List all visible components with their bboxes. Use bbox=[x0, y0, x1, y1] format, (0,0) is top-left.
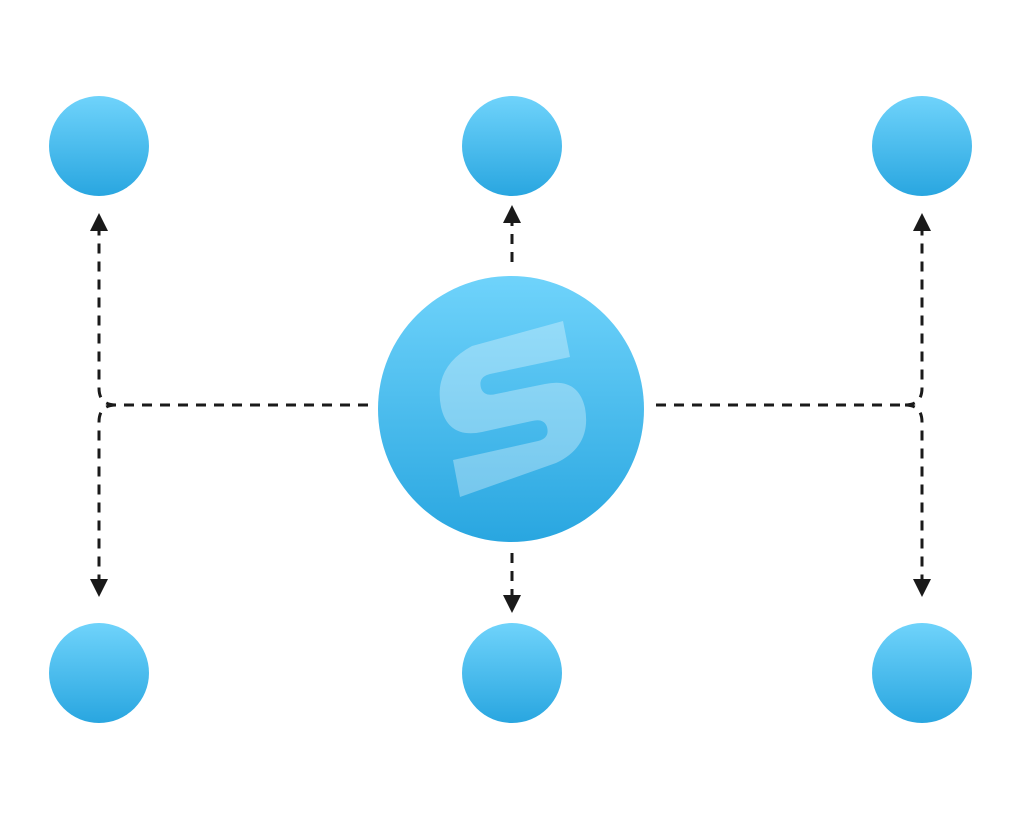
node-top-left bbox=[49, 96, 149, 196]
hub-node bbox=[378, 276, 644, 542]
connector-to-bottom-left bbox=[90, 403, 117, 597]
connector-to-bottom-right bbox=[904, 403, 931, 597]
node-bottom-left bbox=[49, 623, 149, 723]
node-bottom-right bbox=[872, 623, 972, 723]
node-top-center bbox=[462, 96, 562, 196]
connector-to-top-right bbox=[904, 213, 931, 407]
hub-circle bbox=[378, 276, 644, 542]
s-logo-icon bbox=[439, 321, 587, 497]
node-top-right bbox=[872, 96, 972, 196]
connector-to-top-left bbox=[90, 213, 117, 407]
node-bottom-center bbox=[462, 623, 562, 723]
